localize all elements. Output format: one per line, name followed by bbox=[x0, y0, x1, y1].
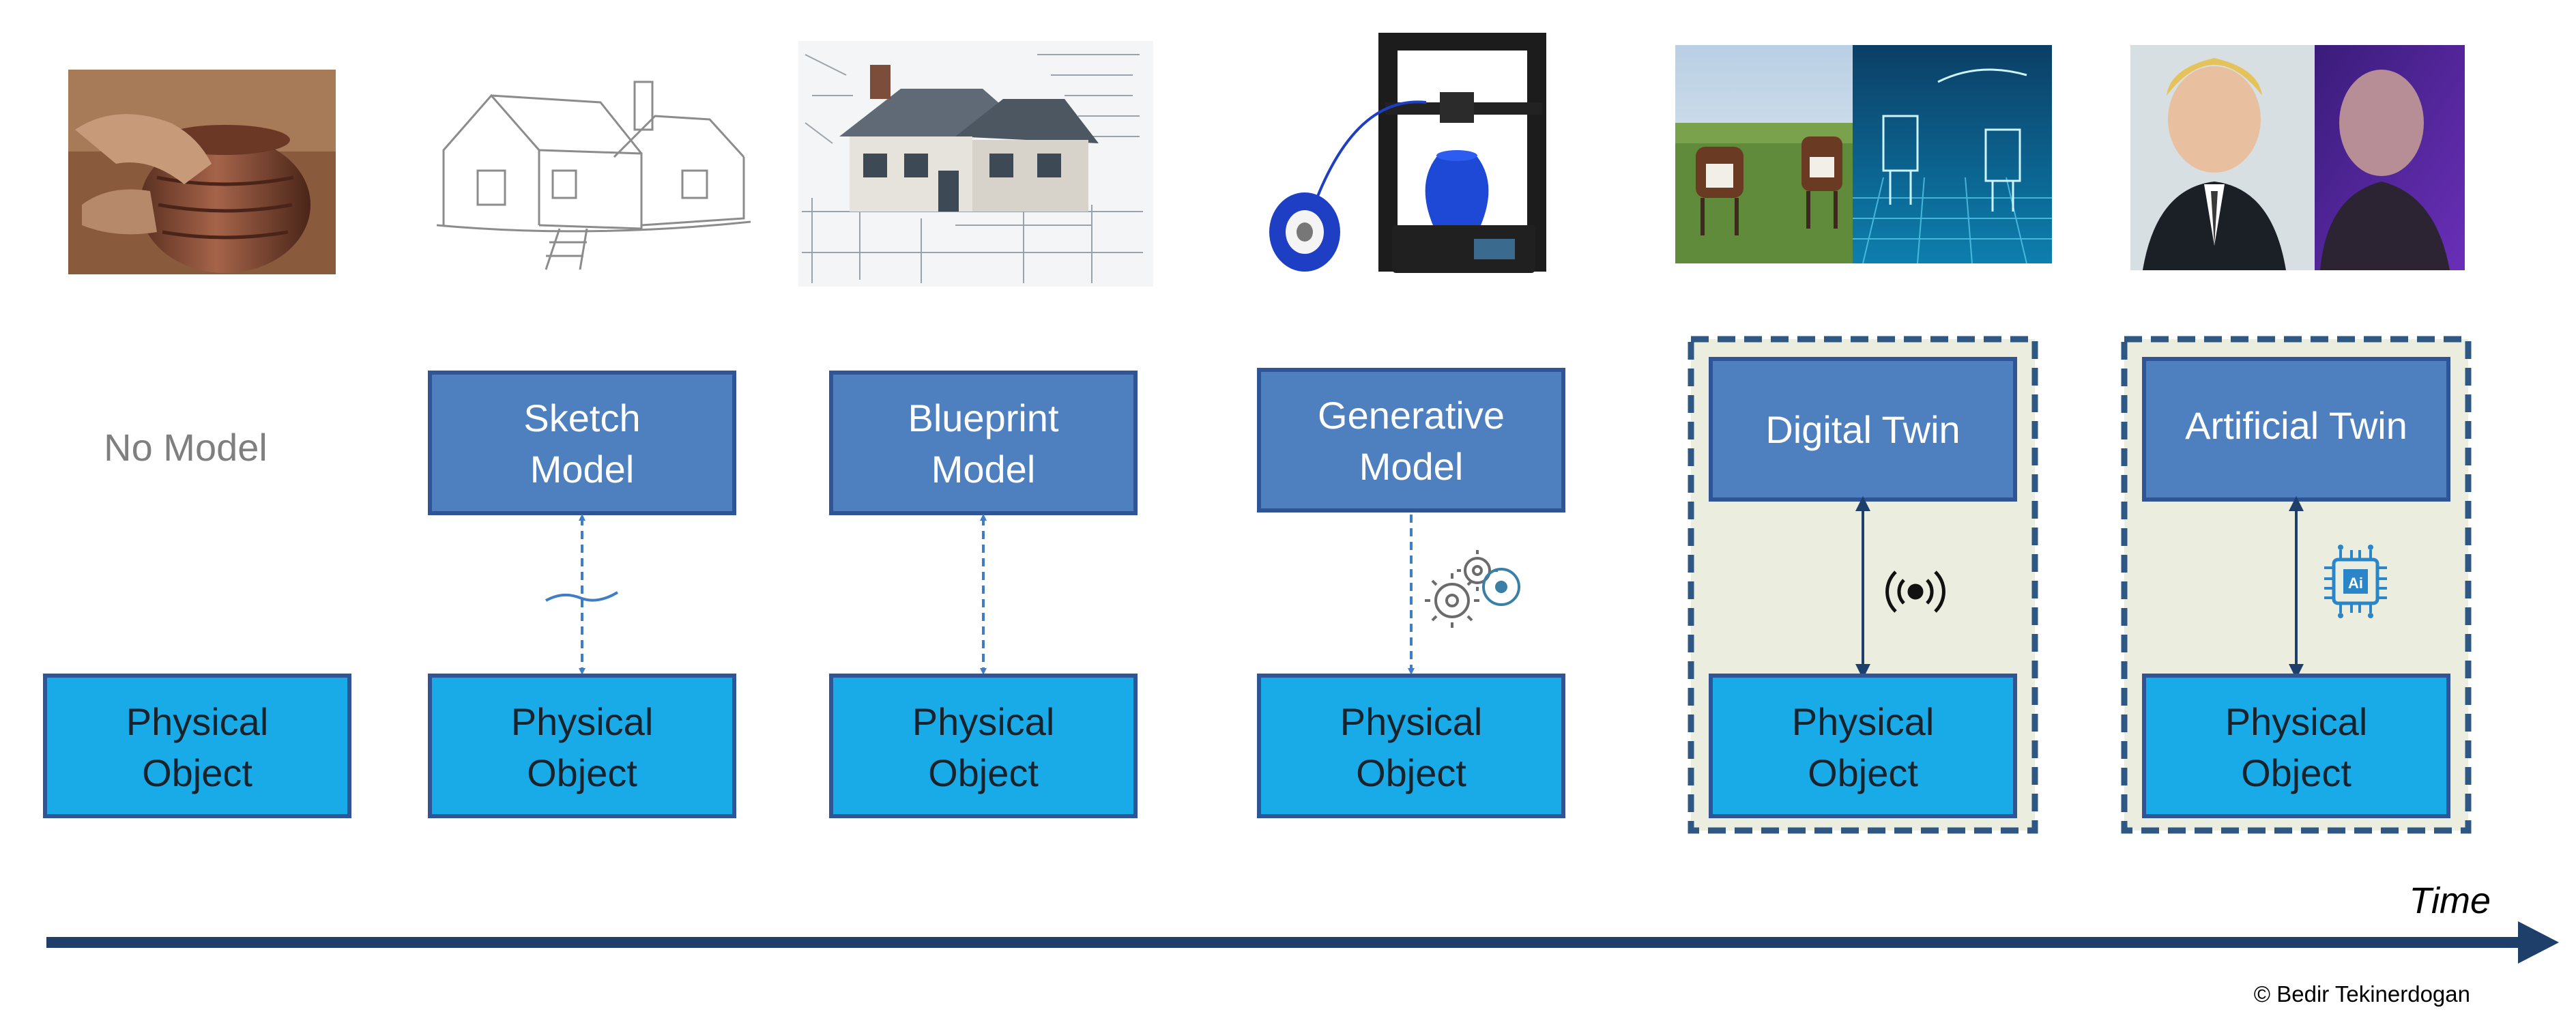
blueprint-model-line1: Blueprint bbox=[908, 396, 1058, 439]
time-label: Time bbox=[2409, 880, 2491, 921]
blueprint-model-box: Blueprint Model bbox=[829, 371, 1138, 515]
physical-object-line2: Object bbox=[1356, 751, 1466, 794]
3d-printer-image bbox=[1269, 33, 1546, 273]
physical-object-box: Physical Object bbox=[829, 674, 1138, 818]
cows-digital-image bbox=[1675, 45, 2052, 264]
pottery-image bbox=[68, 70, 336, 274]
no-model-label: No Model bbox=[104, 426, 267, 469]
physical-object-line1: Physical bbox=[2225, 700, 2368, 743]
physical-object-line2: Object bbox=[2241, 751, 2351, 794]
artificial-twin-box: Artificial Twin bbox=[2142, 357, 2450, 502]
sketch-model-box: Sketch Model bbox=[428, 371, 736, 515]
house-sketch-image bbox=[436, 81, 751, 270]
gears-icon bbox=[1425, 550, 1520, 628]
physical-object-line1: Physical bbox=[1792, 700, 1935, 743]
physical-object-line2: Object bbox=[142, 751, 252, 794]
generative-model-line1: Generative bbox=[1318, 394, 1505, 437]
physical-object-line2: Object bbox=[928, 751, 1039, 794]
physical-object-line1: Physical bbox=[511, 700, 654, 743]
broken-link-mark bbox=[545, 591, 619, 602]
digital-twin-box: Digital Twin bbox=[1709, 357, 2017, 502]
two-faces-image bbox=[2130, 45, 2465, 270]
physical-object-line1: Physical bbox=[126, 700, 269, 743]
physical-object-line1: Physical bbox=[1340, 700, 1483, 743]
artificial-twin-label: Artificial Twin bbox=[2185, 404, 2407, 447]
copyright: © Bedir Tekinerdogan bbox=[2254, 981, 2470, 1007]
physical-object-box: Physical Object bbox=[43, 674, 351, 818]
physical-object-line2: Object bbox=[527, 751, 637, 794]
physical-object-box: Physical Object bbox=[428, 674, 736, 818]
ai-chip-icon: Ai bbox=[2324, 545, 2387, 618]
sketch-model-line1: Sketch bbox=[523, 396, 640, 439]
physical-object-box: Physical Object bbox=[2142, 674, 2450, 818]
blueprint-model-line2: Model bbox=[931, 448, 1036, 491]
physical-object-line2: Object bbox=[1808, 751, 1918, 794]
physical-object-line1: Physical bbox=[912, 700, 1055, 743]
timeline-arrowhead bbox=[2518, 921, 2559, 964]
generative-model-box: Generative Model bbox=[1257, 368, 1565, 512]
digital-twin-label: Digital Twin bbox=[1765, 408, 1960, 451]
physical-object-box: Physical Object bbox=[1709, 674, 2017, 818]
physical-object-box: Physical Object bbox=[1257, 674, 1565, 818]
sketch-model-line2: Model bbox=[530, 448, 635, 491]
generative-model-line2: Model bbox=[1359, 445, 1464, 488]
blueprint-house-image bbox=[798, 41, 1153, 287]
svg-text:Ai: Ai bbox=[2348, 575, 2363, 592]
broadcast-icon bbox=[1885, 571, 1945, 613]
